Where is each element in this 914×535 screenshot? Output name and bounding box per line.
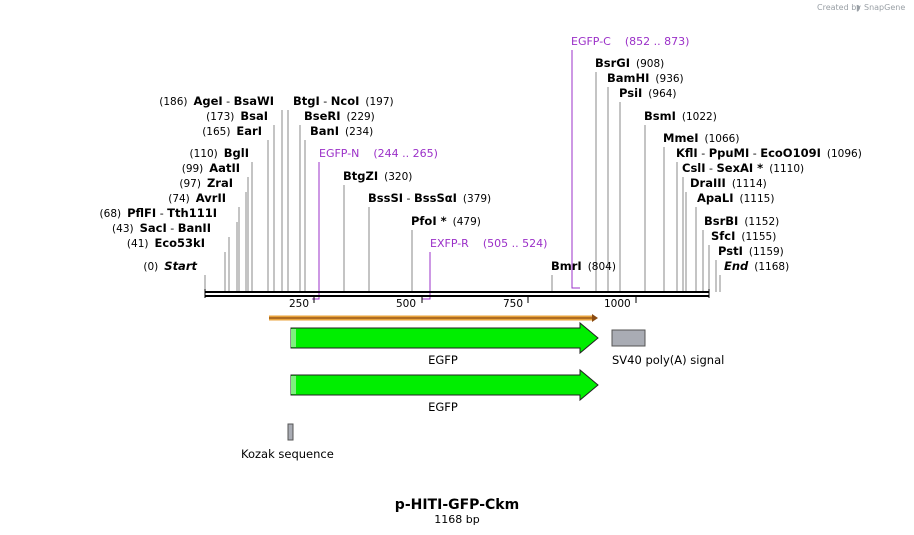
created-by-text: Created by — [817, 3, 861, 12]
tick-label: 1000 — [604, 298, 631, 310]
egfp-feature-2[interactable]: EGFP — [290, 368, 599, 414]
site-label: BtgI - NcoI(197) — [293, 94, 394, 108]
site-label: (74)AvrII — [168, 191, 226, 205]
primer-labels: EGFP-N(244 .. 265) EXFP-R(505 .. 524) EG… — [319, 35, 689, 250]
sites-right: BtgI - NcoI(197) BseRI(229) BanI(234) Bt… — [293, 56, 862, 273]
site-label: (110)BglI — [190, 146, 249, 160]
snapgene-brand: SnapGene — [864, 3, 905, 12]
site-label: ApaLI(1115) — [697, 191, 774, 205]
site-label: (68)PflFI - Tth111I — [100, 206, 217, 220]
kozak-label: Kozak sequence — [241, 447, 334, 461]
site-label: BmrI(804) — [551, 259, 616, 273]
sequence-backbone — [204, 289, 710, 303]
egfp-label: EGFP — [428, 400, 458, 414]
site-label: (97)ZraI — [179, 176, 233, 190]
map-title: p-HITI-GFP-Ckm — [395, 497, 519, 513]
site-label: BsrGI(908) — [595, 56, 664, 70]
site-label: (173)BsaI — [206, 109, 268, 123]
egfp-label: EGFP — [428, 353, 458, 367]
site-label: (165)EarI — [202, 124, 262, 138]
site-label: (0)Start — [143, 259, 197, 273]
orf-arrow — [269, 314, 598, 322]
tick-label: 750 — [503, 298, 523, 310]
site-label: (41)Eco53kI — [127, 236, 205, 250]
site-connectors — [204, 72, 721, 292]
site-label: DraIII(1114) — [690, 176, 767, 190]
primer-label: EGFP-N(244 .. 265) — [319, 147, 438, 160]
primer-label: EGFP-C(852 .. 873) — [571, 35, 689, 48]
tick-label: 500 — [396, 298, 416, 310]
site-label: CslI - SexAI *(1110) — [682, 161, 804, 175]
site-label: MmeI(1066) — [663, 131, 739, 145]
site-label: BseRI(229) — [304, 109, 375, 123]
site-label: PstI(1159) — [718, 244, 784, 258]
sv40-label: SV40 poly(A) signal — [612, 353, 724, 367]
site-label: KflI - PpuMI - EcoO109I(1096) — [676, 146, 862, 160]
map-length: 1168 bp — [434, 513, 479, 526]
site-label: (43)SacI - BanII — [112, 221, 211, 235]
site-label: PfoI *(479) — [411, 214, 481, 228]
site-label: BtgZI(320) — [343, 169, 412, 183]
site-label: PsiI(964) — [619, 86, 677, 100]
snapgene-logo-icon: ◗ — [856, 3, 860, 12]
sv40-polya-feature[interactable]: SV40 poly(A) signal — [611, 329, 724, 367]
site-label: End(1168) — [724, 259, 789, 273]
site-label: SfcI(1155) — [711, 229, 776, 243]
site-label: (99)AatII — [182, 161, 240, 175]
kozak-feature[interactable]: Kozak sequence — [241, 423, 334, 461]
site-label: (186)AgeI - BsaWI — [159, 94, 274, 108]
site-label: BanI(234) — [310, 124, 373, 138]
site-label: BamHI(936) — [607, 71, 684, 85]
sites-left: (186)AgeI - BsaWI (173)BsaI (165)EarI (1… — [100, 94, 274, 273]
primer-label: EXFP-R(505 .. 524) — [430, 237, 547, 250]
site-label: BsmI(1022) — [644, 109, 717, 123]
egfp-feature-1[interactable]: EGFP — [290, 321, 599, 367]
site-label: BssSI - BssSαI(379) — [368, 191, 491, 205]
tick-label: 250 — [289, 298, 309, 310]
site-label: BsrBI(1152) — [704, 214, 779, 228]
ruler-ticks: 250 500 750 1000 — [289, 298, 631, 310]
